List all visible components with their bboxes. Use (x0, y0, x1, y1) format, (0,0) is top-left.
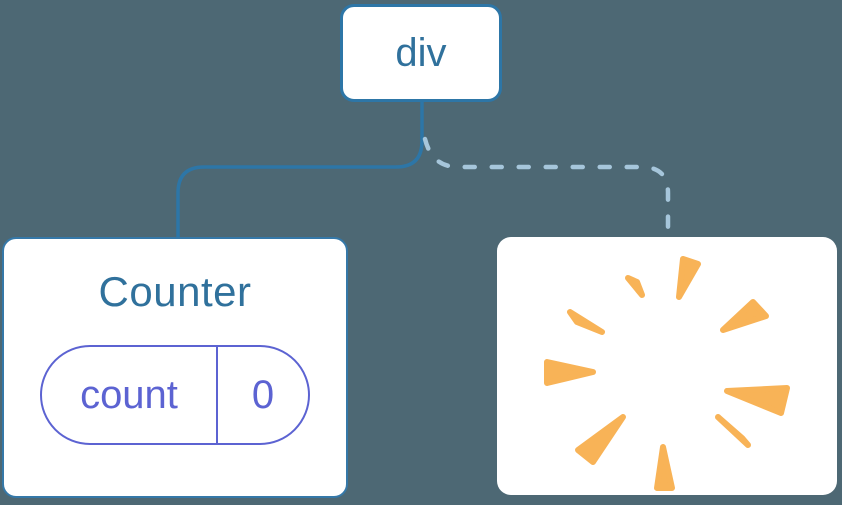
counter-node-title: Counter (98, 268, 252, 315)
poof-explosion-icon (544, 256, 790, 491)
state-pill: count 0 (40, 345, 310, 446)
removed-node (497, 237, 837, 495)
dashed-connector-line (422, 136, 671, 240)
counter-node: Counter count 0 (2, 237, 348, 498)
root-node: div (340, 4, 502, 102)
root-node-label: div (395, 30, 447, 75)
state-pill-key: count (80, 372, 178, 417)
solid-connector-line (176, 102, 424, 237)
state-pill-value: 0 (216, 347, 308, 444)
